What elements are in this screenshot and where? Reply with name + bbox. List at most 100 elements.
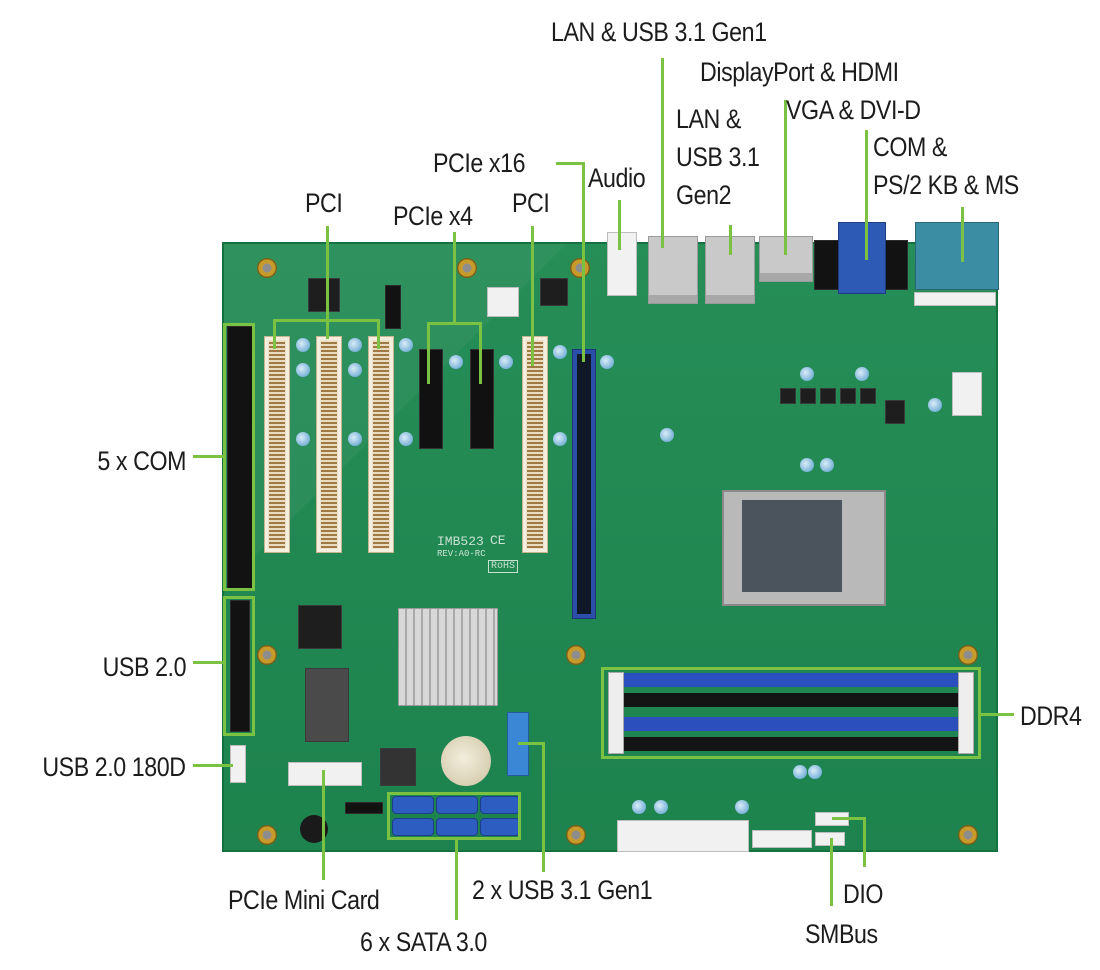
white-connector bbox=[487, 287, 519, 317]
white-connector bbox=[752, 830, 812, 848]
vrm-mosfet bbox=[820, 388, 836, 404]
callout-line-pcie-mini-card bbox=[322, 770, 325, 880]
capacitor bbox=[296, 363, 310, 377]
white-connector bbox=[914, 292, 996, 306]
callout-box-ddr4 bbox=[601, 667, 981, 759]
pin-header bbox=[385, 285, 401, 329]
label-dio: DIO bbox=[843, 879, 884, 909]
label-lan-usb31-gen2: LAN & USB 3.1 Gen2 bbox=[676, 104, 760, 210]
mounting-hole bbox=[958, 825, 978, 845]
mounting-hole bbox=[257, 645, 277, 665]
callout-line-com-ps2 bbox=[961, 207, 964, 262]
lan-usb31-gen1-port bbox=[648, 236, 698, 304]
pcie-x4-slot-1 bbox=[419, 349, 443, 449]
vga-dvid-port bbox=[838, 222, 886, 294]
chip bbox=[540, 278, 568, 306]
callout-line-pci-left bbox=[273, 319, 276, 349]
board-model-silkscreen: IMB523 bbox=[437, 534, 484, 549]
dimm-slot-1 bbox=[608, 673, 974, 687]
label-vga-dvid: VGA & DVI-D bbox=[786, 95, 921, 125]
capacitor bbox=[820, 458, 834, 472]
callout-box-sata bbox=[387, 792, 521, 840]
callout-line-pcie-x4-bracket bbox=[427, 322, 482, 325]
label-pcie-x4: PCIe x4 bbox=[393, 201, 473, 231]
label-ddr4: DDR4 bbox=[1020, 701, 1082, 731]
sata-port-5 bbox=[436, 818, 478, 836]
callout-line-pci-left bbox=[326, 226, 329, 339]
vrm-mosfet bbox=[800, 388, 816, 404]
mounting-hole bbox=[566, 645, 586, 665]
callout-line-lan-usb31-gen2 bbox=[729, 225, 732, 255]
capacitor bbox=[449, 355, 463, 369]
pci-slot-3 bbox=[368, 336, 394, 553]
label-audio: Audio bbox=[588, 163, 646, 193]
callout-line-displayport-hdmi bbox=[784, 100, 787, 255]
com-ps2-port bbox=[915, 222, 999, 290]
label-usb31-gen1-internal: 2 x USB 3.1 Gen1 bbox=[472, 875, 653, 905]
label-smbus: SMBus bbox=[805, 919, 878, 949]
callout-line-dio bbox=[863, 817, 866, 867]
vrm-mosfet bbox=[780, 388, 796, 404]
capacitor bbox=[348, 363, 362, 377]
atx-24pin-power-connector bbox=[617, 820, 749, 852]
capacitor bbox=[499, 355, 513, 369]
chip bbox=[380, 748, 416, 786]
audio-jack bbox=[607, 232, 637, 296]
vrm-mosfet bbox=[885, 400, 905, 424]
label-usb20: USB 2.0 bbox=[102, 652, 187, 682]
capacitor bbox=[928, 398, 942, 412]
callout-line-sata bbox=[455, 838, 458, 920]
dimm-latch bbox=[958, 672, 974, 754]
capacitor bbox=[808, 765, 822, 779]
callout-line-dio bbox=[832, 817, 866, 820]
pcie-mini-card-slot bbox=[288, 762, 362, 786]
cmos-battery bbox=[441, 736, 491, 786]
callout-box-usb20 bbox=[223, 596, 255, 736]
sata-port-1 bbox=[392, 796, 434, 814]
pch-heatsink bbox=[398, 608, 498, 706]
capacitor bbox=[296, 432, 310, 446]
dimm-slot-3 bbox=[608, 717, 974, 731]
cpu-socket-contacts bbox=[742, 500, 842, 592]
dimm-slot-2 bbox=[608, 693, 974, 707]
label-lan-usb31-gen1: LAN & USB 3.1 Gen1 bbox=[551, 17, 767, 47]
label-com-ps2: COM & PS/2 KB & MS bbox=[873, 132, 1019, 200]
chip bbox=[308, 278, 340, 312]
rohs-mark: RoHS bbox=[488, 560, 519, 573]
callout-line-usb31-gen1 bbox=[542, 742, 545, 872]
callout-line-pcie-x4 bbox=[427, 322, 430, 384]
capacitor bbox=[855, 367, 869, 381]
com-headers bbox=[227, 326, 253, 590]
label-pci-right: PCI bbox=[512, 188, 550, 218]
mounting-hole bbox=[257, 825, 277, 845]
callout-line-pcie-x4 bbox=[479, 322, 482, 384]
ce-mark: CE bbox=[490, 533, 506, 548]
callout-line-lan-usb31-gen1 bbox=[661, 58, 664, 248]
callout-line-usb31-gen1 bbox=[518, 742, 545, 745]
vrm-mosfet bbox=[860, 388, 876, 404]
label-sata: 6 x SATA 3.0 bbox=[360, 927, 487, 957]
capacitor bbox=[793, 765, 807, 779]
dimm-slot-4 bbox=[608, 737, 974, 751]
callout-line-usb20-180d bbox=[193, 764, 233, 767]
capacitor bbox=[654, 800, 668, 814]
mounting-hole bbox=[457, 258, 477, 278]
pcie-x4-slot-2 bbox=[470, 349, 494, 449]
capacitor bbox=[348, 432, 362, 446]
pci-slot-1 bbox=[264, 336, 290, 553]
vrm-mosfet bbox=[840, 388, 856, 404]
board-revision-silkscreen: REV:A0-RC bbox=[437, 549, 486, 559]
capacitor bbox=[800, 367, 814, 381]
callout-line-pci-left bbox=[377, 319, 380, 349]
atx-12v-connector bbox=[952, 372, 982, 416]
callout-line-smbus bbox=[830, 838, 833, 906]
capacitor bbox=[553, 432, 567, 446]
label-pci-left: PCI bbox=[305, 188, 343, 218]
sim-card-slot bbox=[305, 668, 349, 742]
sata-port-2 bbox=[436, 796, 478, 814]
label-displayport-hdmi: DisplayPort & HDMI bbox=[700, 57, 899, 87]
capacitor bbox=[399, 338, 413, 352]
pin-header bbox=[345, 802, 383, 814]
label-pcie-mini-card: PCIe Mini Card bbox=[228, 885, 380, 915]
capacitor bbox=[553, 345, 567, 359]
